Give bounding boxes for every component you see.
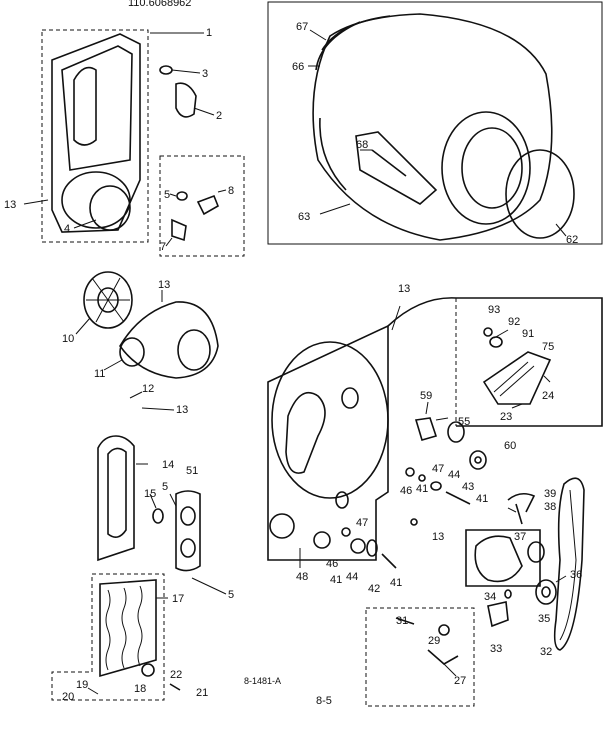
callout-1: 1 xyxy=(206,27,212,39)
drum-seal xyxy=(505,149,575,239)
callout-11: 11 xyxy=(94,368,105,380)
callout-18: 18 xyxy=(134,683,146,695)
callout-20: 20 xyxy=(62,691,74,703)
callout-75: 75 xyxy=(542,341,554,353)
callout-23: 23 xyxy=(500,411,512,423)
callout-13-b: 13 xyxy=(158,279,170,291)
callout-42: 42 xyxy=(368,583,380,595)
callout-41-b: 41 xyxy=(476,493,488,505)
drum-group xyxy=(267,1,603,245)
callout-46-b: 46 xyxy=(326,558,338,570)
bulkhead-hardware-group xyxy=(341,401,487,569)
callout-17: 17 xyxy=(172,593,184,605)
callout-27: 27 xyxy=(454,675,466,687)
callout-41-d: 41 xyxy=(390,577,402,589)
callout-47-b: 47 xyxy=(356,517,368,529)
page-number: 8-5 xyxy=(316,695,332,707)
callout-37: 37 xyxy=(514,531,526,543)
callout-32: 32 xyxy=(540,646,552,658)
callout-55: 55 xyxy=(458,416,470,428)
door-switch-group xyxy=(159,155,245,257)
callout-62: 62 xyxy=(566,234,578,246)
callout-92: 92 xyxy=(508,316,520,328)
callout-21: 21 xyxy=(196,687,208,699)
front-panel-group xyxy=(23,29,215,243)
heating-element-group xyxy=(51,573,181,701)
callout-38: 38 xyxy=(544,501,556,513)
callout-13-c: 13 xyxy=(176,404,188,416)
callout-44-b: 44 xyxy=(346,571,358,583)
callout-35: 35 xyxy=(538,613,550,625)
callout-48: 48 xyxy=(296,571,308,583)
callout-68: 68 xyxy=(356,139,368,151)
callout-33: 33 xyxy=(490,643,502,655)
callout-67: 67 xyxy=(296,21,308,33)
callout-66: 66 xyxy=(292,61,304,73)
callout-29: 29 xyxy=(428,635,440,647)
rear-bulkhead-group xyxy=(267,305,401,568)
callout-34: 34 xyxy=(484,591,496,603)
thermostat-group xyxy=(387,297,603,427)
callout-19: 19 xyxy=(76,679,88,691)
callout-13-d: 13 xyxy=(398,283,410,295)
callout-5-a: 5 xyxy=(164,189,170,201)
callout-4: 4 xyxy=(64,223,70,235)
motor-belt-group xyxy=(465,477,585,651)
callout-2: 2 xyxy=(216,110,222,122)
callout-41-c: 41 xyxy=(330,574,342,586)
callout-60: 60 xyxy=(504,440,516,452)
callout-36: 36 xyxy=(570,569,582,581)
callout-51: 51 xyxy=(186,465,198,477)
callout-12: 12 xyxy=(142,383,154,395)
idler-group xyxy=(365,607,475,707)
callout-43: 43 xyxy=(462,481,474,493)
callout-47-a: 47 xyxy=(432,463,444,475)
callout-8: 8 xyxy=(228,185,234,197)
callout-13-e: 13 xyxy=(432,531,444,543)
callout-93: 93 xyxy=(488,304,500,316)
heater-duct-group xyxy=(97,391,227,595)
callout-22: 22 xyxy=(170,669,182,681)
drum-rear-opening xyxy=(441,111,531,225)
callout-91: 91 xyxy=(522,328,534,340)
door-seal-ring xyxy=(89,185,131,231)
callout-31: 31 xyxy=(396,615,408,627)
callout-39: 39 xyxy=(544,488,556,500)
blower-group xyxy=(75,271,219,379)
callout-10: 10 xyxy=(62,333,74,345)
callout-44-a: 44 xyxy=(448,469,460,481)
drawing-number: 8-1481-A xyxy=(244,676,281,686)
callout-3: 3 xyxy=(202,68,208,80)
header-code: 110.6068962 xyxy=(128,0,191,9)
callout-46-a: 46 xyxy=(400,485,412,497)
callout-59: 59 xyxy=(420,390,432,402)
callout-63: 63 xyxy=(298,211,310,223)
callout-5-c: 5 xyxy=(228,589,234,601)
callout-5-b: 5 xyxy=(162,481,168,493)
callout-24: 24 xyxy=(542,390,554,402)
callout-13-a: 13 xyxy=(4,199,16,211)
callout-7: 7 xyxy=(160,241,166,253)
callout-15: 15 xyxy=(144,488,156,500)
callout-14: 14 xyxy=(162,459,174,471)
callout-41-a: 41 xyxy=(416,483,428,495)
